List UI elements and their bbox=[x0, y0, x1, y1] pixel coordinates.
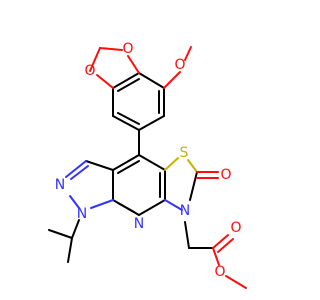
benzodioxole-ring bbox=[89, 46, 192, 156]
atom-labels: O O O S O N N N N O O bbox=[55, 41, 242, 280]
atom-o-ester: O bbox=[214, 264, 225, 280]
atom-n-thiazole: N bbox=[180, 203, 190, 219]
atom-o-ester-carbonyl: O bbox=[230, 220, 241, 236]
atom-n-pyridine: N bbox=[134, 216, 144, 232]
substituents bbox=[48, 219, 247, 289]
atom-s-thiazole: S bbox=[180, 145, 189, 161]
atom-o-dioxole-left: O bbox=[84, 63, 95, 79]
atom-o-methoxy: O bbox=[174, 57, 185, 73]
atom-n-pyrazole-bottom: N bbox=[77, 206, 87, 222]
atom-o-carbonyl: O bbox=[220, 167, 231, 183]
atom-o-dioxole-top: O bbox=[122, 41, 133, 57]
atom-n-pyrazole-top: N bbox=[55, 177, 65, 193]
molecule-structure: O O O S O N N N N O O bbox=[48, 41, 247, 289]
tricyclic-core bbox=[65, 154, 219, 216]
